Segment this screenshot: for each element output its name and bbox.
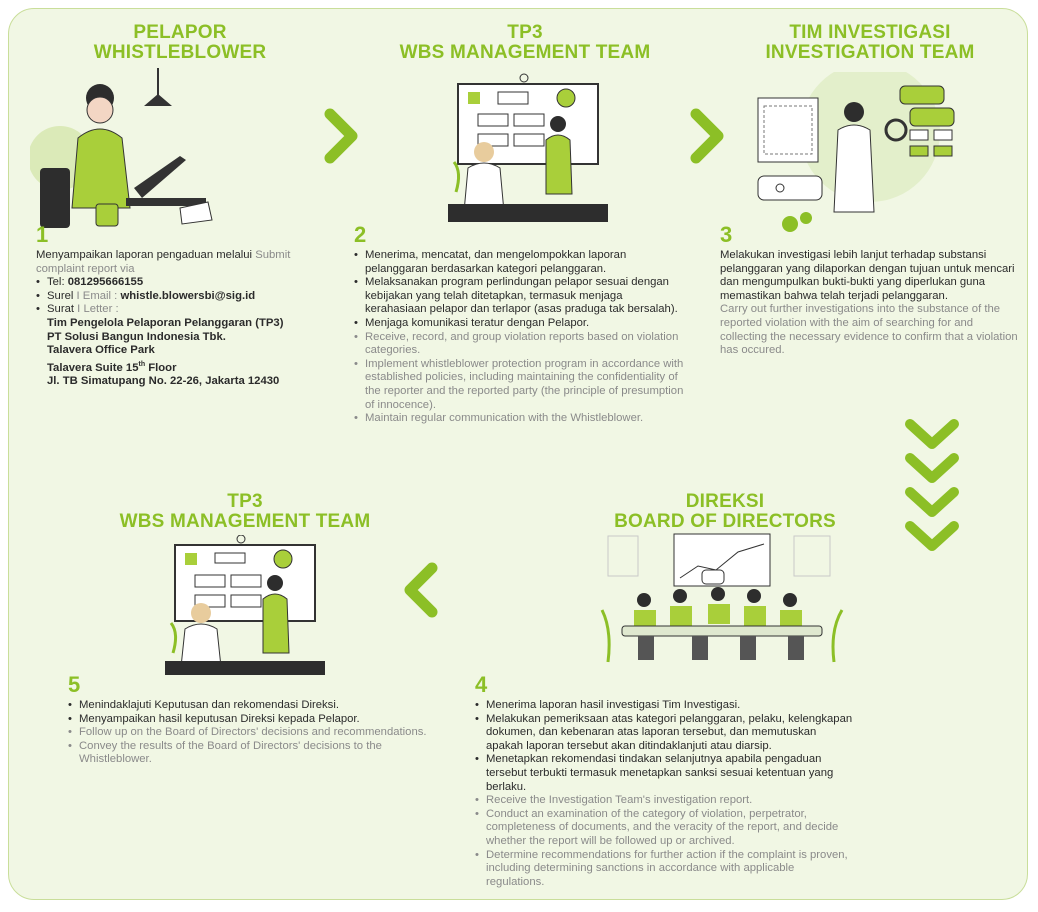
step4-item-id-1: Menerima laporan hasil investigasi Tim I… [475, 699, 853, 713]
chevron-right-icon [690, 108, 724, 164]
address-line-4-sup: th [138, 360, 146, 368]
chevron-right-icon [324, 108, 358, 164]
step5-text: Menindaklajuti Keputusan dan rekomendasi… [68, 699, 428, 767]
step1-email-item: Surel I Email : whistle.blowersbi@sig.id [36, 290, 336, 304]
step3-title-en: INVESTIGATION TEAM [765, 42, 975, 63]
step2-item-en-2: Implement whistleblower protection progr… [354, 358, 684, 412]
step5-item-id-1: Menindaklajuti Keputusan dan rekomendasi… [68, 699, 428, 713]
step2-list-id: Menerima, mencatat, dan mengelompokkan l… [354, 249, 684, 331]
step5-title: TP3 WBS MANAGEMENT TEAM [100, 492, 390, 532]
step4-list-id: Menerima laporan hasil investigasi Tim I… [475, 699, 853, 794]
step5-item-id-2: Menyampaikan hasil keputusan Direksi kep… [68, 713, 428, 727]
step1-illustration [30, 68, 213, 228]
chevron-left-icon [404, 562, 438, 618]
step1-title-id: PELAPOR [133, 22, 227, 43]
step3-title: TIM INVESTIGASI INVESTIGATION TEAM [745, 23, 995, 63]
email-value: whistle.blowersbi@sig.id [120, 289, 256, 302]
step2-title-en: WBS MANAGEMENT TEAM [399, 42, 651, 63]
step2-list-en: Receive, record, and group violation rep… [354, 331, 684, 426]
step4-title-id: DIREKSI [685, 491, 765, 512]
step1-title-en: WHISTLEBLOWER [93, 42, 267, 63]
step2-text: Menerima, mencatat, dan mengelompokkan l… [354, 249, 684, 426]
step5-illustration [165, 535, 325, 675]
step3-title-id: TIM INVESTIGASI [789, 22, 951, 43]
step1-letter-item: Surat I Letter : [36, 303, 336, 317]
email-label-en: Email : [82, 289, 121, 302]
step4-list-en: Receive the Investigation Team's investi… [475, 794, 853, 889]
step4-illustration [600, 533, 844, 663]
chevron-down-stack-icon [905, 419, 959, 551]
letter-sep: I [74, 303, 84, 316]
step2-item-en-1: Receive, record, and group violation rep… [354, 331, 684, 358]
step4-text: Menerima laporan hasil investigasi Tim I… [475, 699, 853, 889]
step2-item-en-3: Maintain regular communication with the … [354, 412, 684, 426]
step5-list-en: Follow up on the Board of Directors' dec… [68, 726, 428, 767]
step2-item-id-2: Melaksanakan program perlindungan pelapo… [354, 276, 684, 317]
step1-number: 1 [36, 222, 49, 247]
step1-text: Menyampaikan laporan pengaduan melalui S… [36, 249, 336, 389]
step2-number: 2 [354, 222, 367, 247]
email-label-id: Surel [47, 289, 74, 302]
step2-item-id-1: Menerima, mencatat, dan mengelompokkan l… [354, 249, 684, 276]
step3-text: Melakukan investigasi lebih lanjut terha… [720, 249, 1022, 358]
step1-tel-item: Tel: 081295666155 [36, 276, 336, 290]
letter-label-en: Letter : [83, 303, 119, 316]
step3-number: 3 [720, 222, 733, 247]
email-sep: I [73, 289, 83, 302]
step4-title: DIREKSI BOARD OF DIRECTORS [595, 492, 855, 532]
step3-text-id: Melakukan investigasi lebih lanjut terha… [720, 249, 1015, 302]
step3-illustration [757, 72, 955, 232]
step4-number: 4 [475, 672, 488, 697]
address-line-5: Jl. TB Simatupang No. 22-26, Jakarta 124… [47, 375, 280, 388]
step4-title-en: BOARD OF DIRECTORS [614, 511, 836, 532]
step1-title: PELAPOR WHISTLEBLOWER [70, 23, 290, 63]
step5-item-en-1: Follow up on the Board of Directors' dec… [68, 726, 428, 740]
step4-item-id-3: Menetapkan rekomendasi tindakan selanjut… [475, 753, 853, 794]
step5-number: 5 [68, 672, 81, 697]
step1-intro-id: Menyampaikan laporan pengaduan melalui [36, 249, 253, 261]
step4-item-en-3: Determine recommendations for further ac… [475, 849, 853, 890]
address-line-4a: Talavera Suite 15 [47, 361, 139, 374]
step5-title-en: WBS MANAGEMENT TEAM [119, 511, 371, 532]
step2-title-id: TP3 [507, 22, 543, 43]
step4-item-id-2: Melakukan pemeriksaan atas kategori pela… [475, 713, 853, 754]
step5-item-en-2: Convey the results of the Board of Direc… [68, 740, 428, 767]
step2-title: TP3 WBS MANAGEMENT TEAM [380, 23, 670, 63]
step4-item-en-1: Receive the Investigation Team's investi… [475, 794, 853, 808]
address-line-2: PT Solusi Bangun Indonesia Tbk. [47, 330, 226, 343]
letter-label-id: Surat [47, 303, 75, 316]
step3-text-en: Carry out further investigations into th… [720, 303, 1018, 357]
step5-list-id: Menindaklajuti Keputusan dan rekomendasi… [68, 699, 428, 726]
tel-value: 081295666155 [67, 276, 144, 289]
step2-item-id-3: Menjaga komunikasi teratur dengan Pelapo… [354, 317, 684, 331]
address-line-4: Talavera Suite 15th Floor [36, 358, 336, 375]
step5-title-id: TP3 [227, 491, 263, 512]
address-line-1: Tim Pengelola Pelaporan Pelanggaran (TP3… [47, 316, 284, 329]
tel-label: Tel: [47, 276, 68, 289]
step2-illustration [448, 73, 608, 222]
address-line-4b: Floor [145, 361, 177, 374]
address-line-3: Talavera Office Park [47, 344, 155, 357]
step1-intro-en1: Submit [255, 249, 291, 261]
step4-item-en-2: Conduct an examination of the category o… [475, 808, 853, 849]
step1-intro-en2: complaint report via [36, 262, 135, 275]
